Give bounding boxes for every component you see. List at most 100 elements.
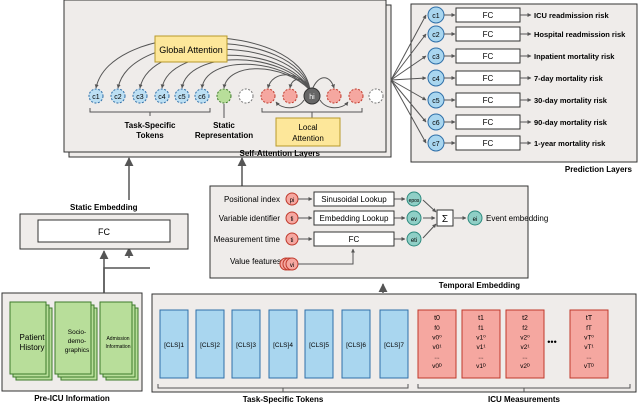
svg-text:vi: vi bbox=[290, 263, 294, 269]
empty-node bbox=[238, 88, 254, 104]
cls-token: [CLS]3 bbox=[231, 309, 261, 379]
svg-text:c2: c2 bbox=[114, 94, 122, 101]
prediction-token-label: c3 bbox=[432, 54, 440, 61]
svg-text:History: History bbox=[20, 343, 45, 352]
patient-history-card: Patient History bbox=[9, 301, 53, 381]
static-fc-label: FC bbox=[98, 227, 110, 237]
svg-text:c3: c3 bbox=[136, 94, 144, 101]
braces bbox=[89, 104, 363, 118]
attention-token-row: c1 c2 c3 c4 c5 c6 hi bbox=[88, 87, 384, 105]
icu-column-line: f2 bbox=[522, 325, 528, 332]
task-token-c4: c4 bbox=[154, 88, 170, 104]
prediction-token-label: c4 bbox=[432, 76, 440, 83]
icu-column-line: vTᴰ bbox=[584, 363, 594, 370]
svg-text:epos: epos bbox=[409, 198, 420, 204]
icu-column-header: t0 bbox=[434, 315, 440, 322]
icu-column-line: v0⁰ bbox=[432, 335, 442, 342]
task-tokens-caption-2: Tokens bbox=[136, 131, 164, 140]
svg-text:Socio-: Socio- bbox=[68, 329, 86, 336]
empty-node bbox=[368, 88, 384, 104]
svg-text:ev: ev bbox=[411, 217, 417, 223]
svg-text:fi: fi bbox=[291, 217, 294, 223]
risk-label: Hospital readmission risk bbox=[534, 30, 626, 39]
svg-text:Embedding Lookup: Embedding Lookup bbox=[320, 214, 389, 223]
prediction-fc-label: FC bbox=[483, 52, 494, 61]
hidden-state-hi: hi bbox=[303, 87, 321, 105]
cls-token: [CLS]2 bbox=[195, 309, 225, 379]
icu-column-header: tT bbox=[586, 315, 593, 322]
svg-text:ti: ti bbox=[291, 238, 294, 244]
ti-node: ti bbox=[285, 232, 299, 246]
icu-column-line: v0¹ bbox=[432, 344, 442, 351]
risk-label: 1-year mortality risk bbox=[534, 139, 606, 148]
ei-node: ei bbox=[467, 210, 483, 226]
local-attention-arrows bbox=[275, 99, 349, 109]
task-token-c3: c3 bbox=[132, 88, 148, 104]
task-token-c2: c2 bbox=[110, 88, 126, 104]
risk-label: 7-day mortality risk bbox=[534, 74, 604, 83]
socio-demographics-card: Socio- demo- graphics bbox=[54, 301, 98, 381]
svg-text:Information: Information bbox=[105, 344, 130, 350]
event-node bbox=[348, 88, 364, 104]
icu-column-line: f0 bbox=[434, 325, 440, 332]
eti-node: eti bbox=[406, 231, 422, 247]
cls-token: [CLS]6 bbox=[341, 309, 371, 379]
embedding-lookup-box: Embedding Lookup bbox=[313, 210, 395, 226]
svg-text:hi: hi bbox=[309, 94, 315, 101]
svg-text:Local: Local bbox=[298, 123, 317, 132]
icu-measurements-row: t0f0v0⁰v0¹...v0ᴰt1f1v1⁰v1¹...v1ᴰt2f2v2⁰v… bbox=[417, 309, 609, 379]
pre-icu-title: Pre-ICU Information bbox=[34, 394, 110, 403]
cls-token-label: [CLS]7 bbox=[384, 342, 404, 349]
event-embedding-label: Event embedding bbox=[486, 214, 548, 223]
static-repr-caption: Static bbox=[213, 121, 235, 130]
cls-token: [CLS]1 bbox=[159, 309, 189, 379]
epos-node: epos bbox=[406, 191, 422, 207]
icu-measurements-title: ICU Measurements bbox=[488, 395, 561, 404]
prediction-fc-label: FC bbox=[483, 96, 494, 105]
event-node bbox=[260, 88, 276, 104]
icu-column-line: v1ᴰ bbox=[476, 363, 486, 370]
prediction-token-label: c6 bbox=[432, 120, 440, 127]
ellipsis: ••• bbox=[547, 337, 556, 347]
cls-token-label: [CLS]1 bbox=[164, 342, 184, 349]
risk-label: Inpatient mortality risk bbox=[534, 52, 615, 61]
self-attention-panel: Self-Attention Layers bbox=[63, 0, 392, 158]
icu-column-line: v1¹ bbox=[476, 344, 486, 351]
icu-column-line: vT¹ bbox=[584, 344, 594, 351]
svg-text:demo-: demo- bbox=[68, 338, 86, 345]
cls-token: [CLS]4 bbox=[268, 309, 298, 379]
value-features-label: Value features bbox=[230, 257, 281, 266]
risk-label: 90-day mortality risk bbox=[534, 118, 608, 127]
static-embedding-panel: FC bbox=[19, 213, 189, 250]
positional-index-label: Positional index bbox=[224, 195, 280, 204]
task-tokens-caption: Task-Specific bbox=[125, 121, 177, 130]
prediction-token-label: c7 bbox=[432, 141, 440, 148]
icu-column-line: v2⁰ bbox=[520, 335, 530, 342]
icu-column-line: v2ᴰ bbox=[520, 363, 530, 370]
icu-column-line: ... bbox=[434, 354, 440, 361]
svg-text:c5: c5 bbox=[178, 94, 186, 101]
cls-token-label: [CLS]3 bbox=[236, 342, 256, 349]
icu-column-line: v1⁰ bbox=[476, 335, 486, 342]
risk-label: ICU readmission risk bbox=[534, 11, 609, 20]
prediction-row: c6 FC 90-day mortality risk bbox=[427, 113, 608, 131]
temporal-title: Temporal Embedding bbox=[439, 281, 520, 290]
cls-token-label: [CLS]4 bbox=[273, 342, 293, 349]
svg-text:c1: c1 bbox=[92, 94, 100, 101]
sum-box: Σ bbox=[436, 209, 454, 227]
self-attention-title: Self-Attention Layers bbox=[240, 149, 321, 158]
ev-node: ev bbox=[406, 210, 422, 226]
icu-column-line: vT⁰ bbox=[584, 335, 594, 342]
prediction-fc-label: FC bbox=[483, 118, 494, 127]
temporal-fc-box: FC bbox=[313, 231, 395, 247]
svg-text:graphics: graphics bbox=[65, 347, 90, 354]
